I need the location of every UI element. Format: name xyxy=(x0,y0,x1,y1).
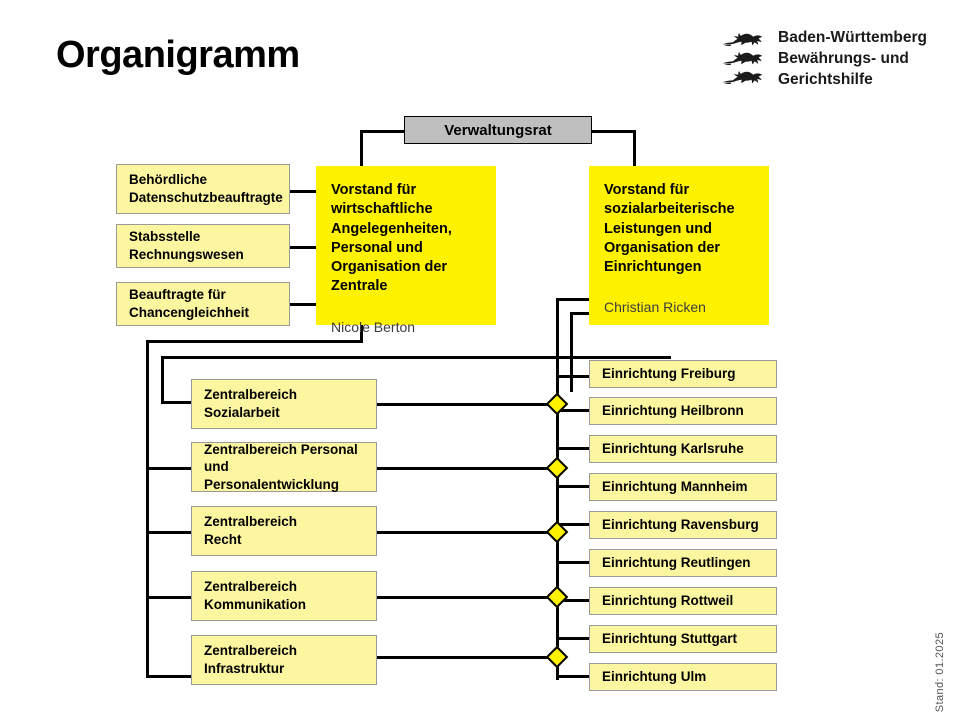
connector-dept-2-stub xyxy=(146,467,191,470)
connector-facility-5-stub xyxy=(556,523,592,526)
box-title: Zentralbereich Infrastruktur xyxy=(204,643,298,676)
connector-right-board-outer-vertical xyxy=(556,298,559,378)
box-title: Einrichtung Rottweil xyxy=(602,593,734,609)
connector-council-left-horizontal xyxy=(360,130,404,133)
box-title: Einrichtung Ulm xyxy=(602,669,707,685)
connector-left-inner-vertical xyxy=(161,356,164,404)
box-person: Christian Ricken xyxy=(604,299,706,316)
junction-diamond-4 xyxy=(545,585,569,609)
connector-right-board-inner-drop xyxy=(570,312,573,392)
date-stamp: Stand: 01.2025 xyxy=(934,631,946,712)
connector-dept-5-stub xyxy=(146,675,191,678)
logo-line-3: Gerichtshilfe xyxy=(778,70,873,88)
box-einrichtung-rottweil[interactable]: Einrichtung Rottweil xyxy=(589,587,777,615)
box-title: Zentralbereich Kommunikation xyxy=(204,579,307,612)
box-einrichtung-ravensburg[interactable]: Einrichtung Ravensburg xyxy=(589,511,777,539)
box-zentralbereich-infrastruktur[interactable]: Zentralbereich Infrastruktur xyxy=(191,635,377,685)
box-einrichtung-reutlingen[interactable]: Einrichtung Reutlingen xyxy=(589,549,777,577)
page-title: Organigramm xyxy=(56,34,300,76)
box-einrichtung-karlsruhe[interactable]: Einrichtung Karlsruhe xyxy=(589,435,777,463)
box-title: Zentralbereich Personal und Personalentw… xyxy=(204,441,358,492)
connector-council-right-horizontal xyxy=(592,130,636,133)
connector-facility-6-stub xyxy=(556,561,592,564)
connector-staff-1 xyxy=(290,190,316,193)
box-zentralbereich-sozialarbeit[interactable]: Zentralbereich Sozialarbeit xyxy=(191,379,377,429)
box-title: Einrichtung Reutlingen xyxy=(602,555,751,571)
connector-facility-7-stub xyxy=(556,599,592,602)
box-title: Zentralbereich Recht xyxy=(204,514,298,547)
box-einrichtung-freiburg[interactable]: Einrichtung Freiburg xyxy=(589,360,777,388)
connector-dept-3-stub xyxy=(146,531,191,534)
connector-council-right-vertical xyxy=(633,130,636,168)
connector-left-inner-stub xyxy=(161,401,191,404)
box-staff-datenschutz[interactable]: Behördliche Datenschutzbeauftragte xyxy=(116,164,290,214)
crosslink-dept-5 xyxy=(377,656,558,659)
connector-facility-2-stub xyxy=(556,409,592,412)
connector-council-left-vertical xyxy=(360,130,363,168)
box-title: Zentralbereich Sozialarbeit xyxy=(204,387,298,420)
crosslink-dept-4 xyxy=(377,596,558,599)
box-einrichtung-stuttgart[interactable]: Einrichtung Stuttgart xyxy=(589,625,777,653)
box-title: Einrichtung Ravensburg xyxy=(602,517,759,533)
connector-left-board-drop xyxy=(360,325,363,343)
box-einrichtung-ulm[interactable]: Einrichtung Ulm xyxy=(589,663,777,691)
logo-text: Baden-Württemberg Bewährungs- und Gerich… xyxy=(778,28,927,91)
connector-facility-8-stub xyxy=(556,637,592,640)
connector-staff-3 xyxy=(290,303,316,306)
junction-diamond-5 xyxy=(545,645,569,669)
box-verwaltungsrat[interactable]: Verwaltungsrat xyxy=(404,116,592,144)
box-vorstand-wirtschaft[interactable]: Vorstand für wirtschaftliche Angelegenhe… xyxy=(316,166,496,335)
box-title: Vorstand für sozialarbeiterische Leistun… xyxy=(604,182,735,276)
crosslink-dept-2 xyxy=(377,467,558,470)
box-zentralbereich-personal[interactable]: Zentralbereich Personal und Personalentw… xyxy=(191,442,377,492)
junction-diamond-2 xyxy=(545,456,569,480)
crosslink-dept-1 xyxy=(377,403,558,406)
box-title: Behördliche Datenschutzbeauftragte xyxy=(129,172,283,205)
box-staff-chancengleichheit[interactable]: Beauftragte für Chancengleichheit xyxy=(116,282,290,326)
connector-facility-9-stub xyxy=(556,675,592,678)
connector-right-board-inner-top xyxy=(570,312,592,315)
box-title: Einrichtung Freiburg xyxy=(602,366,736,382)
box-title: Einrichtung Mannheim xyxy=(602,479,748,495)
connector-right-board-outer-stub xyxy=(556,375,592,378)
connector-left-trunk xyxy=(146,340,149,678)
connector-left-board-to-trunk xyxy=(146,340,363,343)
box-staff-rechnungswesen[interactable]: Stabsstelle Rechnungswesen xyxy=(116,224,290,268)
connector-dept-4-stub xyxy=(146,596,191,599)
connector-right-board-outer-top xyxy=(556,298,592,301)
box-einrichtung-heilbronn[interactable]: Einrichtung Heilbronn xyxy=(589,397,777,425)
lion-icon xyxy=(722,70,763,85)
box-person: Nicole Berton xyxy=(331,318,416,335)
box-title: Stabsstelle Rechnungswesen xyxy=(129,229,244,262)
lion-icon xyxy=(722,32,763,47)
logo: Baden-Württemberg Bewährungs- und Gerich… xyxy=(722,28,927,91)
logo-line-1: Baden-Württemberg xyxy=(778,29,927,46)
box-zentralbereich-recht[interactable]: Zentralbereich Recht xyxy=(191,506,377,556)
connector-facility-4-stub xyxy=(556,485,592,488)
box-title: Verwaltungsrat xyxy=(444,121,552,139)
connector-left-inner-top xyxy=(161,356,671,359)
crosslink-dept-3 xyxy=(377,531,558,534)
box-title: Einrichtung Stuttgart xyxy=(602,631,737,647)
box-title: Vorstand für wirtschaftliche Angelegenhe… xyxy=(331,182,452,295)
connector-staff-2 xyxy=(290,246,316,249)
connector-facility-3-stub xyxy=(556,447,592,450)
box-title: Einrichtung Heilbronn xyxy=(602,403,744,419)
box-einrichtung-mannheim[interactable]: Einrichtung Mannheim xyxy=(589,473,777,501)
box-vorstand-sozialarbeit[interactable]: Vorstand für sozialarbeiterische Leistun… xyxy=(589,166,769,325)
box-zentralbereich-kommunikation[interactable]: Zentralbereich Kommunikation xyxy=(191,571,377,621)
lion-icon xyxy=(722,51,763,66)
box-title: Einrichtung Karlsruhe xyxy=(602,441,744,457)
three-lions-crest-icon xyxy=(722,28,766,85)
logo-line-2: Bewährungs- und xyxy=(778,49,909,67)
box-title: Beauftragte für Chancengleichheit xyxy=(129,287,250,320)
